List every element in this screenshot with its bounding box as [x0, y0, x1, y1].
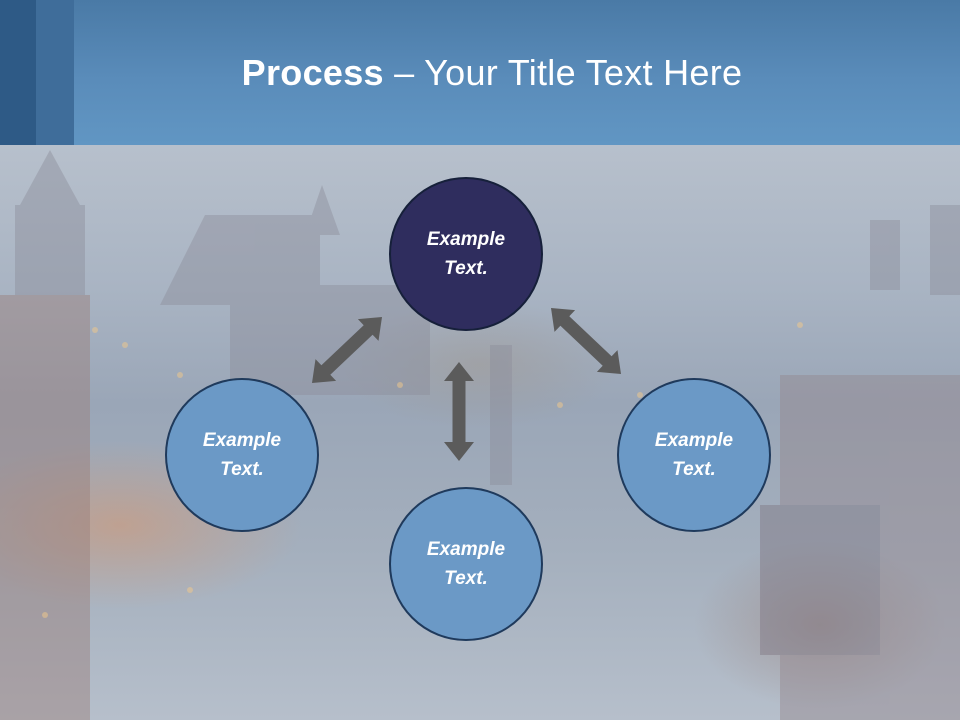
node-label-line: Text. — [444, 258, 488, 279]
process-node-bottom: Example Text. — [389, 487, 543, 641]
process-node-left-label: Example Text. — [187, 426, 297, 484]
process-node-top-label: Example Text. — [411, 225, 521, 283]
process-node-bottom-label: Example Text. — [411, 535, 521, 593]
node-label-line: Example — [654, 430, 734, 451]
slide-title-rest: – Your Title Text Here — [383, 52, 743, 93]
city-skyline-image — [0, 150, 960, 720]
node-label-line: Text. — [220, 459, 264, 480]
process-node-right-label: Example Text. — [639, 426, 749, 484]
process-node-right: Example Text. — [617, 378, 771, 532]
node-label-line: Text. — [444, 568, 488, 589]
header-band — [0, 0, 960, 145]
node-label-line: Example — [202, 430, 282, 451]
node-label-line: Example — [426, 539, 506, 560]
header-accent-stripe-light — [36, 0, 74, 145]
slide-title-bold: Process — [241, 52, 384, 93]
process-node-left: Example Text. — [165, 378, 319, 532]
slide-title: Process – Your Title Text Here — [0, 52, 960, 94]
node-label-line: Text. — [672, 459, 716, 480]
node-label-line: Example — [426, 229, 506, 250]
process-node-top: Example Text. — [389, 177, 543, 331]
header-accent-stripe — [0, 0, 36, 145]
